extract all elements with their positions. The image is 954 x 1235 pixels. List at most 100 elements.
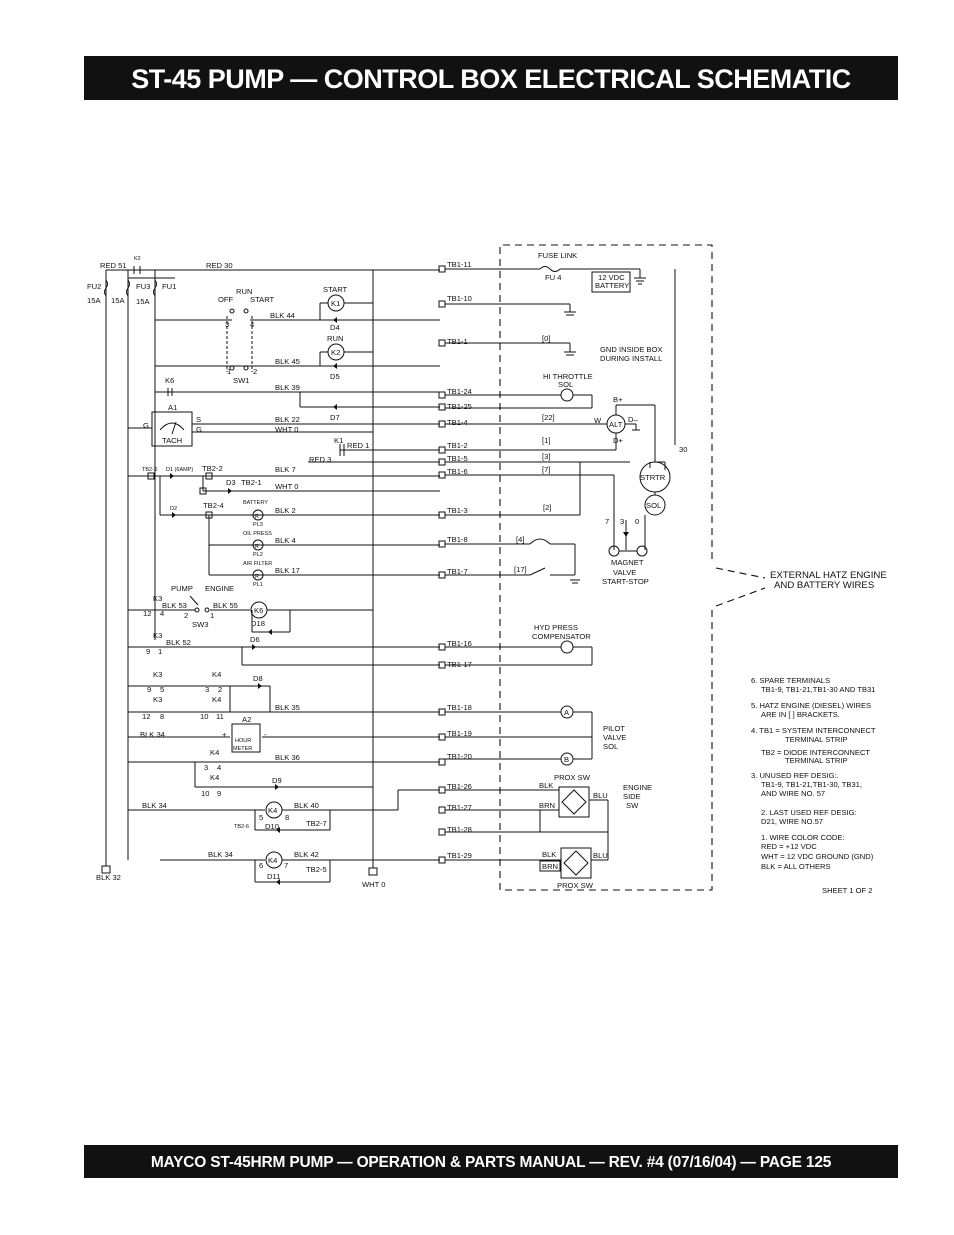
svg-text:2: 2: [184, 611, 188, 620]
svg-text:PL2: PL2: [253, 552, 263, 558]
svg-text:WHT = 12 VDC GROUND (GND): WHT = 12 VDC GROUND (GND): [761, 852, 874, 861]
svg-text:D8: D8: [253, 674, 263, 683]
svg-text:2: 2: [253, 367, 257, 376]
svg-text:[2]: [2]: [543, 503, 551, 512]
svg-text:TB1-28: TB1-28: [447, 825, 472, 834]
svg-text:K6: K6: [165, 376, 174, 385]
svg-text:G: G: [143, 421, 149, 430]
svg-text:TB1-18: TB1-18: [447, 703, 472, 712]
svg-text:D1 (6AMP): D1 (6AMP): [166, 467, 193, 473]
svg-text:TB1-9, TB1-21,TB1-30, TB31,: TB1-9, TB1-21,TB1-30, TB31,: [761, 780, 862, 789]
svg-text:K4: K4: [268, 856, 277, 865]
svg-text:BRN: BRN: [539, 801, 555, 810]
engine-side-box: FUSE LINK FU 4 12 VDC BATTERY [0] GND IN…: [445, 244, 887, 891]
svg-text:PL1: PL1: [253, 582, 263, 588]
svg-text:K4: K4: [210, 773, 219, 782]
svg-text:B+: B+: [613, 395, 623, 404]
svg-text:K4: K4: [212, 670, 221, 679]
tb1-terminal-strip: TB1-11 TB1-10 TB1-1 TB1-24 TB1-25 TB1-4 …: [438, 260, 472, 864]
svg-text:TB1-3: TB1-3: [447, 506, 468, 515]
svg-text:BLK 44: BLK 44: [270, 311, 295, 320]
svg-text:COMPENSATOR: COMPENSATOR: [532, 632, 591, 641]
fuse-block: RED 51 K2 RED 30 FU2 FU3 FU1 15A 15A 15A: [87, 256, 440, 306]
svg-text:D10: D10: [265, 822, 279, 831]
svg-text:TB1-7: TB1-7: [447, 567, 468, 576]
svg-text:TB1-4: TB1-4: [447, 418, 468, 427]
svg-text:TB1-27: TB1-27: [447, 803, 472, 812]
svg-text:WHT 0: WHT 0: [362, 880, 386, 889]
svg-text:K2: K2: [331, 348, 340, 357]
svg-text:SW: SW: [626, 801, 639, 810]
svg-text:TB1-19: TB1-19: [447, 729, 472, 738]
svg-text:BLK: BLK: [542, 850, 556, 859]
svg-text:K2: K2: [134, 256, 141, 262]
svg-text:ARE IN [ ] BRACKETS.: ARE IN [ ] BRACKETS.: [761, 710, 840, 719]
svg-text:K3: K3: [153, 631, 162, 640]
svg-text:PROX SW: PROX SW: [554, 773, 591, 782]
svg-text:K3: K3: [153, 670, 162, 679]
svg-text:DURING INSTALL: DURING INSTALL: [600, 354, 662, 363]
svg-text:RED 1: RED 1: [347, 441, 369, 450]
svg-text:TERMINAL STRIP: TERMINAL STRIP: [785, 756, 848, 765]
svg-text:10: 10: [200, 712, 208, 721]
svg-text:BLK 34: BLK 34: [140, 730, 165, 739]
svg-text:1: 1: [158, 647, 162, 656]
svg-text:BLK 4: BLK 4: [275, 536, 296, 545]
svg-text:1. WIRE COLOR CODE:: 1. WIRE COLOR CODE:: [761, 833, 845, 842]
svg-text:K6: K6: [254, 606, 263, 615]
svg-text:11: 11: [216, 712, 224, 721]
relay-k1-k2: START K1 RUN K2 D4 D5 D7 BLK 44 BLK 45 B…: [270, 285, 373, 422]
page-footer: MAYCO ST-45HRM PUMP — OPERATION & PARTS …: [84, 1145, 898, 1178]
svg-text:FUSE LINK: FUSE LINK: [538, 251, 577, 260]
svg-text:R: R: [255, 544, 259, 550]
svg-text:5: 5: [160, 685, 164, 694]
svg-text:[3]: [3]: [542, 452, 550, 461]
svg-text:K3: K3: [153, 695, 162, 704]
svg-text:BATTERY: BATTERY: [595, 281, 629, 290]
svg-text:TB2-3: TB2-3: [142, 467, 157, 473]
svg-text:G: G: [196, 425, 202, 434]
svg-text:R: R: [255, 514, 259, 520]
svg-text:GND INSIDE BOX: GND INSIDE BOX: [600, 345, 662, 354]
svg-text:A2: A2: [242, 715, 251, 724]
svg-text:[7]: [7]: [542, 465, 550, 474]
svg-text:PL3: PL3: [253, 522, 263, 528]
svg-text:[4]: [4]: [516, 535, 524, 544]
svg-text:D4: D4: [330, 323, 340, 332]
svg-text:TB1-2: TB1-2: [447, 441, 468, 450]
svg-text:RED 3: RED 3: [309, 455, 331, 464]
svg-text:R: R: [255, 574, 259, 580]
svg-text:STRTR: STRTR: [640, 473, 666, 482]
svg-text:BLK 22: BLK 22: [275, 415, 300, 424]
svg-text:BLK 53: BLK 53: [162, 601, 187, 610]
svg-text:TB1-1: TB1-1: [447, 337, 468, 346]
svg-text:3: 3: [204, 763, 208, 772]
svg-text:[1]: [1]: [542, 436, 550, 445]
svg-text:BLK 42: BLK 42: [294, 850, 319, 859]
svg-text:BLK 40: BLK 40: [294, 801, 319, 810]
svg-text:PILOT: PILOT: [603, 724, 625, 733]
svg-text:OIL PRESS: OIL PRESS: [243, 531, 272, 537]
svg-text:ENGINE: ENGINE: [205, 584, 234, 593]
svg-text:D2: D2: [170, 506, 177, 512]
svg-text:5. HATZ ENGINE (DIESEL) WIRES: 5. HATZ ENGINE (DIESEL) WIRES: [751, 701, 871, 710]
svg-text:BLK 7: BLK 7: [275, 465, 296, 474]
svg-text:RUN: RUN: [327, 334, 343, 343]
run-start-switch: RUN OFF START 3 4 1 2 SW1: [155, 287, 440, 393]
svg-text:SOL: SOL: [603, 742, 618, 751]
svg-text:D–: D–: [628, 415, 638, 424]
sheet-label: SHEET 1 OF 2: [822, 886, 873, 895]
svg-text:EXTERNAL HATZ ENGINE: EXTERNAL HATZ ENGINE: [770, 570, 887, 581]
wht0-terminal: [368, 867, 378, 876]
svg-text:5: 5: [259, 813, 263, 822]
svg-text:AND BATTERY WIRES: AND BATTERY WIRES: [774, 580, 874, 591]
svg-text:AIR FILTER: AIR FILTER: [243, 561, 272, 567]
svg-text:SW1: SW1: [233, 376, 249, 385]
svg-text:BLK 39: BLK 39: [275, 383, 300, 392]
svg-text:TB1-26: TB1-26: [447, 782, 472, 791]
svg-text:PROX SW: PROX SW: [557, 881, 594, 890]
svg-text:1: 1: [210, 611, 214, 620]
svg-text:TB1-5: TB1-5: [447, 454, 468, 463]
svg-text:TB1-11: TB1-11: [447, 260, 471, 269]
svg-text:TB2-5: TB2-5: [306, 865, 327, 874]
